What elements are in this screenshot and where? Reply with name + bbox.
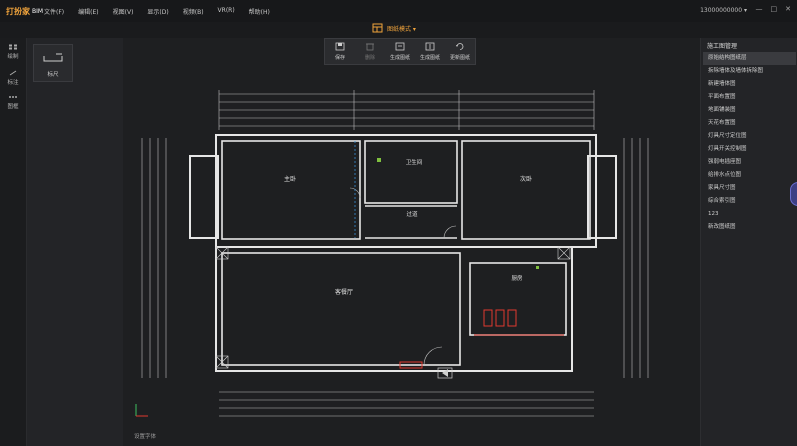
door-swings xyxy=(349,187,457,366)
main-menu: 文件(F) 编辑(E) 视图(V) 显示(D) 视频(B) VR(R) 帮助(H… xyxy=(44,7,270,16)
mode-label: 图纸模式 ▾ xyxy=(387,25,416,33)
tool-label: 生成图纸 xyxy=(419,55,440,61)
app-logo: 打扮家 BIM xyxy=(6,4,43,18)
drawing-list: 原始结构图纸层 拆除墙体及墙体拆除图 新建墙体图 平面布置图 地面铺装图 天花布… xyxy=(703,52,796,234)
generate-drawing-2-button[interactable]: 生成图纸 xyxy=(415,39,445,64)
green-marker xyxy=(536,266,539,269)
room-label-master: 主卧 xyxy=(284,175,296,183)
rail-item-frame[interactable]: 图框 xyxy=(0,94,26,110)
floor-plan: 主卧 卫生间 次卧 过道 客餐厅 厨房 xyxy=(135,90,649,417)
drawing-list-item[interactable]: 给排水点位图 xyxy=(708,172,742,178)
rail-item-dimension[interactable]: 标注 xyxy=(0,70,26,86)
logo-text: 打扮家 xyxy=(6,6,30,16)
bottom-dimension-lines xyxy=(219,391,594,417)
logo-subtext: BIM xyxy=(32,7,44,15)
menu-vr[interactable]: VR(R) xyxy=(217,7,235,14)
save-icon xyxy=(335,42,345,51)
drawing-list-item[interactable]: 强弱电插座图 xyxy=(708,159,742,165)
drawing-list-item[interactable]: 拆除墙体及墙体拆除图 xyxy=(708,68,764,74)
ruler-label: 标尺 xyxy=(47,72,59,78)
north-arrow-icon xyxy=(437,367,453,379)
green-marker xyxy=(377,158,381,162)
drawing-canvas[interactable]: 主卧 卫生间 次卧 过道 客餐厅 厨房 设置字体 xyxy=(124,38,699,446)
menu-help[interactable]: 帮助(H) xyxy=(248,9,270,16)
status-hint: 设置字体 xyxy=(134,434,157,440)
left-dimension-lines xyxy=(141,138,167,378)
minimize-button[interactable]: — xyxy=(755,5,763,13)
drawing-list-item[interactable]: 地面铺装图 xyxy=(708,107,736,113)
refresh-icon xyxy=(456,43,464,50)
menu-display[interactable]: 显示(D) xyxy=(147,9,169,16)
drawing-list-item[interactable]: 综合索引图 xyxy=(708,198,736,204)
mode-selector[interactable]: 图纸模式 ▾ xyxy=(372,23,416,33)
kitchen-fixtures xyxy=(399,309,564,369)
axis-gizmo xyxy=(135,404,148,417)
tool-panel: 标尺 xyxy=(27,38,123,446)
panel-title: 施工图管理 xyxy=(707,43,738,50)
generate-drawing-2-icon xyxy=(425,42,435,51)
drawing-list-item[interactable]: 新建墙体图 xyxy=(708,81,736,87)
refresh-drawing-button[interactable]: 更新图纸 xyxy=(445,39,475,64)
drawing-mode-icon xyxy=(372,23,383,33)
drawing-list-item[interactable]: 家具尺寸图 xyxy=(708,185,736,191)
grid-icon xyxy=(9,44,17,50)
tool-label: 删除 xyxy=(364,55,375,61)
right-dimension-lines xyxy=(623,138,649,378)
room-label-bath: 卫生间 xyxy=(406,158,423,166)
generate-drawing-button[interactable]: 生成图纸 xyxy=(385,39,415,64)
mode-bar: 图纸模式 ▾ xyxy=(0,22,797,38)
drawing-list-item[interactable]: 天花布置图 xyxy=(708,120,736,126)
exterior-walls xyxy=(189,134,617,372)
frame-icon xyxy=(9,96,17,98)
rail-label: 绘制 xyxy=(7,54,19,60)
window-controls: — □ ✕ xyxy=(756,5,792,13)
dimension-icon xyxy=(9,70,17,76)
interior-walls xyxy=(221,140,591,366)
rail-label: 标注 xyxy=(7,80,19,86)
menu-bar: 打扮家 BIM 文件(F) 编辑(E) 视图(V) 显示(D) 视频(B) VR… xyxy=(0,0,797,23)
maximize-button[interactable]: □ xyxy=(770,5,778,13)
drawing-list-item[interactable]: 新改图纸图 xyxy=(708,224,736,230)
floating-assistant-button[interactable] xyxy=(790,182,797,206)
drawing-list-item[interactable]: 灯具开关控制图 xyxy=(708,146,747,152)
drawing-list-item[interactable]: 灯具尺寸定位图 xyxy=(708,133,747,139)
close-button[interactable]: ✕ xyxy=(785,5,791,13)
room-label-living: 客餐厅 xyxy=(335,288,353,296)
rail-item-draw[interactable]: 绘制 xyxy=(0,44,26,60)
construction-drawing-panel: 施工图管理 原始结构图纸层 拆除墙体及墙体拆除图 新建墙体图 平面布置图 地面铺… xyxy=(700,38,797,446)
delete-button[interactable]: 删除 xyxy=(355,39,385,64)
account-dropdown[interactable]: 13000000000 ▾ xyxy=(700,7,747,14)
rail-label: 图框 xyxy=(7,104,19,110)
tool-label: 保存 xyxy=(334,55,345,61)
column-markers xyxy=(215,246,571,369)
menu-video[interactable]: 视频(B) xyxy=(182,9,204,16)
ruler-icon xyxy=(43,53,63,62)
room-label-kitchen: 厨房 xyxy=(511,274,523,282)
trash-icon xyxy=(366,43,374,51)
tool-label: 更新图纸 xyxy=(449,55,470,61)
menu-file[interactable]: 文件(F) xyxy=(44,9,65,16)
menu-view[interactable]: 视图(V) xyxy=(112,9,134,16)
room-label-corridor: 过道 xyxy=(406,210,418,218)
drawing-list-item[interactable]: 原始结构图纸层 xyxy=(703,52,796,65)
menu-edit[interactable]: 编辑(E) xyxy=(78,9,99,16)
top-dimension-lines xyxy=(218,90,595,130)
ruler-tool-card[interactable]: 标尺 xyxy=(33,44,73,82)
room-label-second: 次卧 xyxy=(520,175,532,183)
drawing-list-item[interactable]: 123 xyxy=(708,211,719,217)
drawing-toolbar: 保存 删除 生成图纸 生成图纸 更新图纸 xyxy=(324,38,476,65)
tool-label: 生成图纸 xyxy=(389,55,410,61)
save-button[interactable]: 保存 xyxy=(325,39,355,64)
drawing-list-item[interactable]: 平面布置图 xyxy=(708,94,736,100)
generate-drawing-icon xyxy=(395,42,405,51)
left-rail: 绘制 标注 图框 xyxy=(0,38,27,446)
